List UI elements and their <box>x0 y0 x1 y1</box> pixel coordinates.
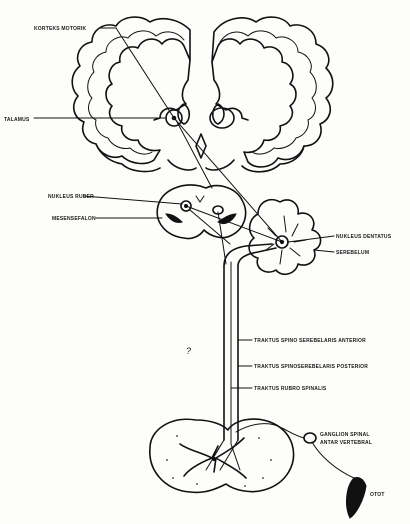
label-traktus-posterior: TRAKTUS SPINOSEREBELARIS POSTERIOR <box>254 364 368 370</box>
leader-lines <box>34 28 334 388</box>
spinal-cord-section <box>150 419 294 492</box>
cerebrum <box>72 17 333 172</box>
thalamus-to-midbrain-line <box>176 120 212 188</box>
cerebellum <box>249 200 321 275</box>
substantia-nigra-left <box>166 214 182 223</box>
ventricle-left <box>178 104 189 124</box>
temporal-right <box>242 146 304 172</box>
spinal-cord-outline <box>150 419 294 492</box>
labels: KORTEKS MOTORIK TALAMUS NUKLEUS RUBER ME… <box>4 26 392 498</box>
left-hemisphere-outline <box>72 17 190 163</box>
tract-entry-lines <box>206 440 240 470</box>
label-nukleus-ruber: NUKLEUS RUBER <box>48 194 94 200</box>
dorsal-root-fiber <box>236 424 304 438</box>
thalamus-to-dentate-line <box>174 118 282 242</box>
third-ventricle <box>196 134 206 158</box>
label-ganglion-line1: GANGLION SPINAL <box>320 432 370 438</box>
label-korteks-motorik: KORTEKS MOTORIK <box>34 26 87 32</box>
red-nucleus-to-dentate-line <box>186 206 282 242</box>
basal-ganglia-left <box>168 160 234 170</box>
muscle <box>347 477 366 518</box>
spinal-ganglion <box>304 433 316 443</box>
leader-serebelum <box>314 250 334 252</box>
label-talamus: TALAMUS <box>4 117 30 123</box>
leader-nukleus-ruber <box>84 196 182 204</box>
spinal-tracts <box>224 244 276 444</box>
leader-dentatus <box>288 236 334 242</box>
label-nukleus-dentatus: NUKLEUS DENTATUS <box>336 234 392 240</box>
ventricle-right <box>213 104 224 124</box>
left-cortex-band <box>88 31 184 154</box>
label-serebelum: SEREBELUM <box>336 250 369 256</box>
cerebral-aqueduct <box>196 196 204 202</box>
grey-matter-dots <box>166 436 272 486</box>
label-ganglion-line2: ANTAR VERTEBRAL <box>320 440 372 446</box>
right-hemisphere-outline <box>212 17 333 167</box>
label-scribble: ? <box>186 346 191 356</box>
ganglion-to-muscle-fiber <box>312 442 354 478</box>
label-traktus-anterior: TRAKTUS SPINO SEREBELARIS ANTERIOR <box>254 338 366 344</box>
right-cortex-band <box>220 31 316 154</box>
label-traktus-rubro: TRAKTUS RUBRO SPINALIS <box>254 386 327 392</box>
label-mesensefalon: MESENSEFALON <box>52 216 96 222</box>
label-otot: OTOT <box>370 492 385 498</box>
